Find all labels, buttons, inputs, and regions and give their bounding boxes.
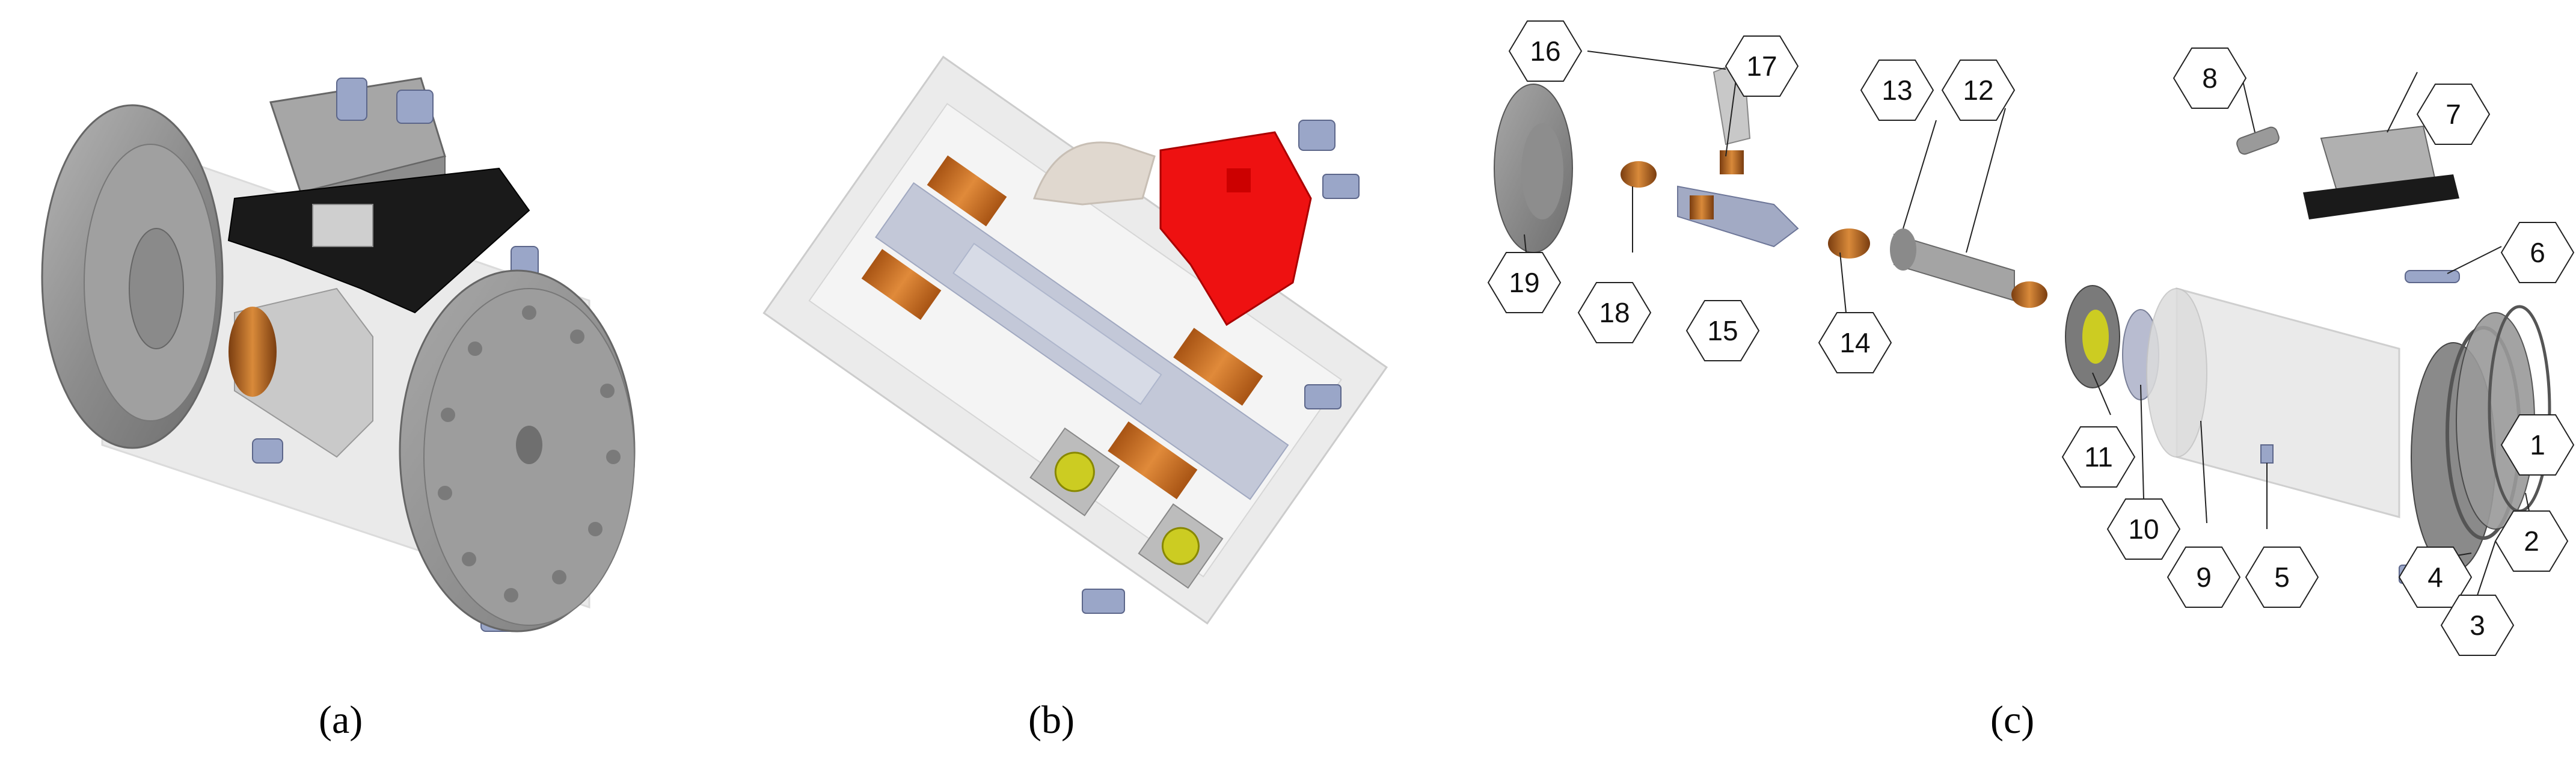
copper-ring [228, 307, 277, 397]
part-8-screw [2236, 126, 2280, 155]
callout-15: 15 [1685, 300, 1760, 361]
svg-text:1: 1 [2530, 429, 2545, 461]
callout-18: 18 [1577, 282, 1652, 343]
black-bracket [227, 167, 530, 314]
part-18-bush [1621, 161, 1657, 188]
exploded-view-drawing: 16 17 13 12 8 7 6 19 [1487, 20, 2575, 656]
yellow-disc-1 [1054, 452, 1095, 492]
caption-c: (c) [1990, 698, 2035, 742]
callout-3: 3 [2440, 595, 2515, 656]
svg-text:18: 18 [1599, 297, 1630, 328]
callout-1: 1 [2500, 414, 2575, 476]
section-fittings [1082, 120, 1360, 614]
svg-text:9: 9 [2196, 562, 2212, 593]
callout-19: 19 [1487, 252, 1562, 313]
svg-text:17: 17 [1746, 51, 1777, 82]
callout-8: 8 [2173, 47, 2247, 109]
callout-17: 17 [1725, 35, 1799, 97]
svg-text:13: 13 [1881, 75, 1912, 106]
red-block [1159, 131, 1312, 326]
pivot-arm [1032, 141, 1156, 206]
panel-a-assembled-view [0, 0, 698, 781]
callout-14: 14 [1818, 312, 1892, 373]
callout-2: 2 [2494, 510, 2569, 572]
part-5 [2260, 444, 2274, 464]
callout-4: 4 [2398, 547, 2473, 608]
caption-a: (a) [319, 698, 363, 742]
svg-text:19: 19 [1509, 267, 1539, 298]
svg-text:10: 10 [2128, 513, 2159, 545]
copper-bushing-right [1173, 328, 1263, 406]
svg-text:8: 8 [2202, 63, 2218, 94]
part-6-pin [2405, 270, 2460, 283]
svg-text:7: 7 [2446, 99, 2461, 130]
callout-11: 11 [2061, 426, 2136, 488]
section-view-drawing [762, 55, 1388, 625]
svg-text:12: 12 [1963, 75, 1993, 106]
svg-text:14: 14 [1839, 327, 1870, 358]
yellow-disc-2 [1161, 527, 1200, 565]
svg-text:6: 6 [2530, 237, 2545, 268]
svg-text:16: 16 [1530, 35, 1560, 67]
svg-text:4: 4 [2427, 562, 2443, 593]
panel-b-section-view [698, 0, 1461, 781]
callout-6: 6 [2500, 222, 2575, 283]
svg-text:3: 3 [2470, 610, 2485, 641]
panel-c-exploded-view: 16 17 13 12 8 7 6 19 [1461, 0, 2576, 781]
svg-text:11: 11 [2084, 441, 2113, 473]
callout-16: 16 [1508, 20, 1583, 82]
caption-b: (b) [1028, 698, 1075, 742]
part-14-bush [1828, 228, 1870, 259]
svg-text:5: 5 [2274, 562, 2290, 593]
assembled-view-drawing [41, 77, 636, 632]
callout-5: 5 [2245, 547, 2319, 608]
copper-bushing-left [927, 155, 1007, 227]
part-9-housing [2176, 287, 2400, 518]
flange-bolt-holes [438, 305, 621, 602]
svg-text:2: 2 [2524, 525, 2539, 557]
callout-12: 12 [1941, 60, 2016, 121]
part-17-bush [1720, 150, 1744, 174]
callout-7: 7 [2416, 84, 2491, 145]
svg-text:15: 15 [1707, 315, 1738, 346]
callout-9: 9 [2167, 547, 2241, 608]
callout-13: 13 [1860, 60, 1934, 121]
callout-10: 10 [2106, 498, 2181, 560]
